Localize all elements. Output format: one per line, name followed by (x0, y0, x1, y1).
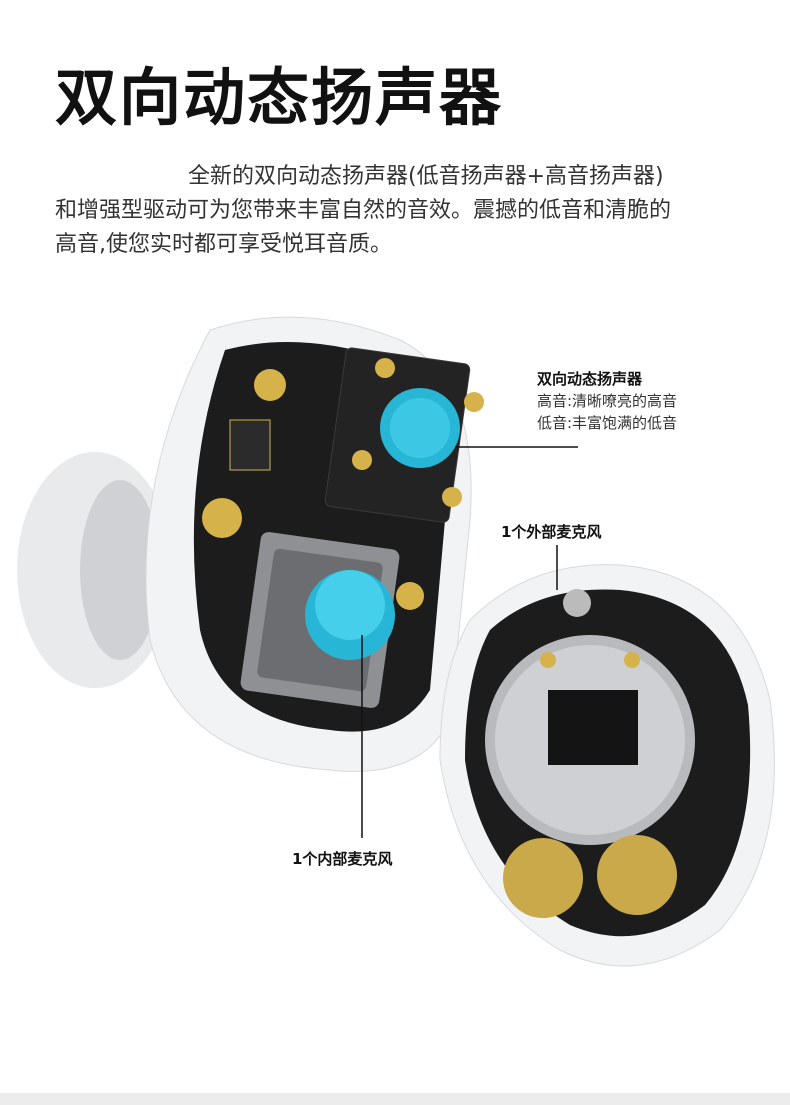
external-mic (563, 589, 591, 617)
speaker-callout-title: 双向动态扬声器 (537, 370, 643, 388)
left-earbud (17, 316, 484, 772)
woofer-callout: 低音:丰富饱满的低音 (537, 414, 678, 432)
speaker-callout: 双向动态扬声器 高音:清晰嘹亮的高音 低音:丰富饱满的低音 (537, 368, 677, 434)
footer-bar (0, 1093, 790, 1105)
internal-mic-callout: 1个内部麦克风 (292, 850, 393, 868)
right-earbud (439, 564, 775, 967)
description-line-2: 和增强型驱动可为您带来丰富自然的音效。震撼的低音和清脆的 (55, 198, 672, 223)
tweeter-callout: 高音:清晰嘹亮的高音 (537, 392, 678, 410)
description-line-3: 高音,使您实时都可享受悦耳音质。 (55, 232, 392, 257)
earbud-illustration (17, 316, 775, 967)
page-title: 双向动态扬声器 (55, 61, 504, 134)
description-line-1: 全新的双向动态扬声器(低音扬声器+高音扬声器) (188, 164, 664, 189)
external-mic-callout: 1个外部麦克风 (501, 523, 602, 541)
description: 全新的双向动态扬声器(低音扬声器+高音扬声器) 和增强型驱动可为您带来丰富自然的… (55, 160, 745, 262)
